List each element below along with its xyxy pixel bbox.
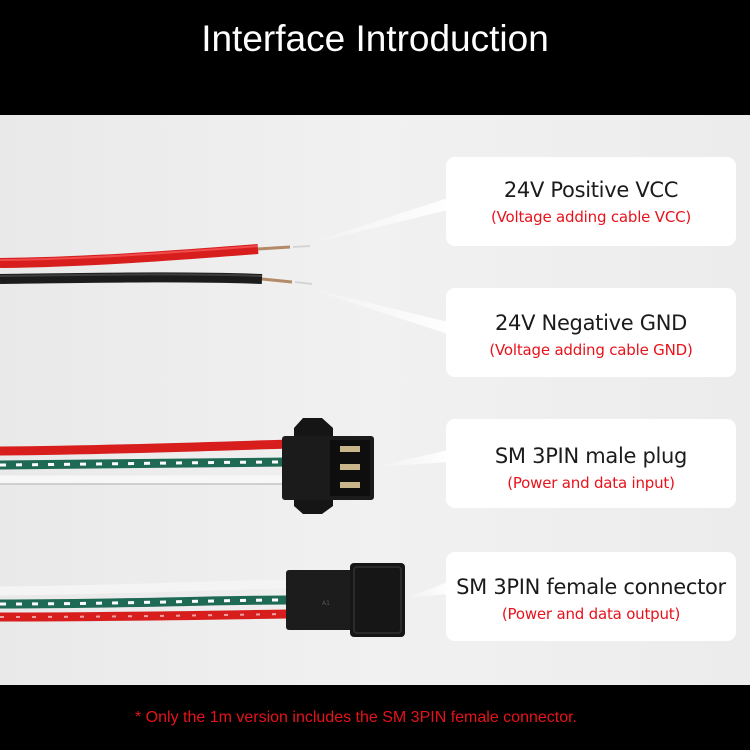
label-female-connector-detail: (Power and data output) [501,605,681,623]
male-red-wire [0,439,291,456]
label-gnd-title: 24V Negative GND [494,311,688,335]
black-gnd-wire [0,272,263,284]
svg-text:A1: A1 [322,600,330,607]
label-male-plug-title: SM 3PIN male plug [494,444,688,468]
footer-bar: * Only the 1m version includes the SM 3P… [0,685,750,750]
footnote: * Only the 1m version includes the SM 3P… [135,709,577,726]
label-female-connector: SM 3PIN female connector (Power and data… [446,552,736,641]
header-bar: Interface Introduction [0,0,750,115]
female-white-wire [0,579,288,596]
black-wire-highlight [0,273,263,277]
sm-male-plug [282,418,374,514]
gnd-bare-tip [261,277,293,284]
page-title: Interface Introduction [201,18,549,59]
female-red-stripe [0,613,288,618]
label-male-plug: SM 3PIN male plug (Power and data input) [446,419,736,508]
label-male-plug-detail: (Power and data input) [507,474,675,492]
vcc-pointer [300,198,448,246]
male-green-stripe [0,460,291,467]
male-latch-top [294,418,333,438]
label-vcc-detail: (Voltage adding cable VCC) [490,208,692,226]
female-green-stripe [0,598,288,606]
vcc-strands [292,245,311,248]
male-latch-bottom [294,500,333,514]
female-housing-rim [353,566,402,634]
sm-female-connector: A1 [286,563,405,637]
female-housing-front [350,563,405,637]
female-connector-wires [0,579,288,622]
male-pin-2 [340,464,360,470]
label-vcc: 24V Positive VCC (Voltage adding cable V… [446,157,736,246]
male-pin-1 [340,446,360,452]
female-connector-pointer [405,582,448,598]
label-vcc-title: 24V Positive VCC [503,178,679,202]
label-gnd: 24V Negative GND (Voltage adding cable G… [446,288,736,377]
vcc-gnd-wire-pair [0,244,313,285]
red-wire-highlight [0,245,259,261]
male-pin-3 [340,482,360,488]
vcc-bare-tip [257,245,291,251]
label-female-connector-title: SM 3PIN female connector [456,575,726,599]
gnd-pointer [300,286,448,334]
female-housing-body [286,570,354,630]
red-vcc-wire [0,244,259,268]
gnd-strands [294,281,313,285]
label-gnd-detail: (Voltage adding cable GND) [489,341,693,359]
male-plug-pointer [375,450,448,467]
male-plug-wires [0,439,291,486]
